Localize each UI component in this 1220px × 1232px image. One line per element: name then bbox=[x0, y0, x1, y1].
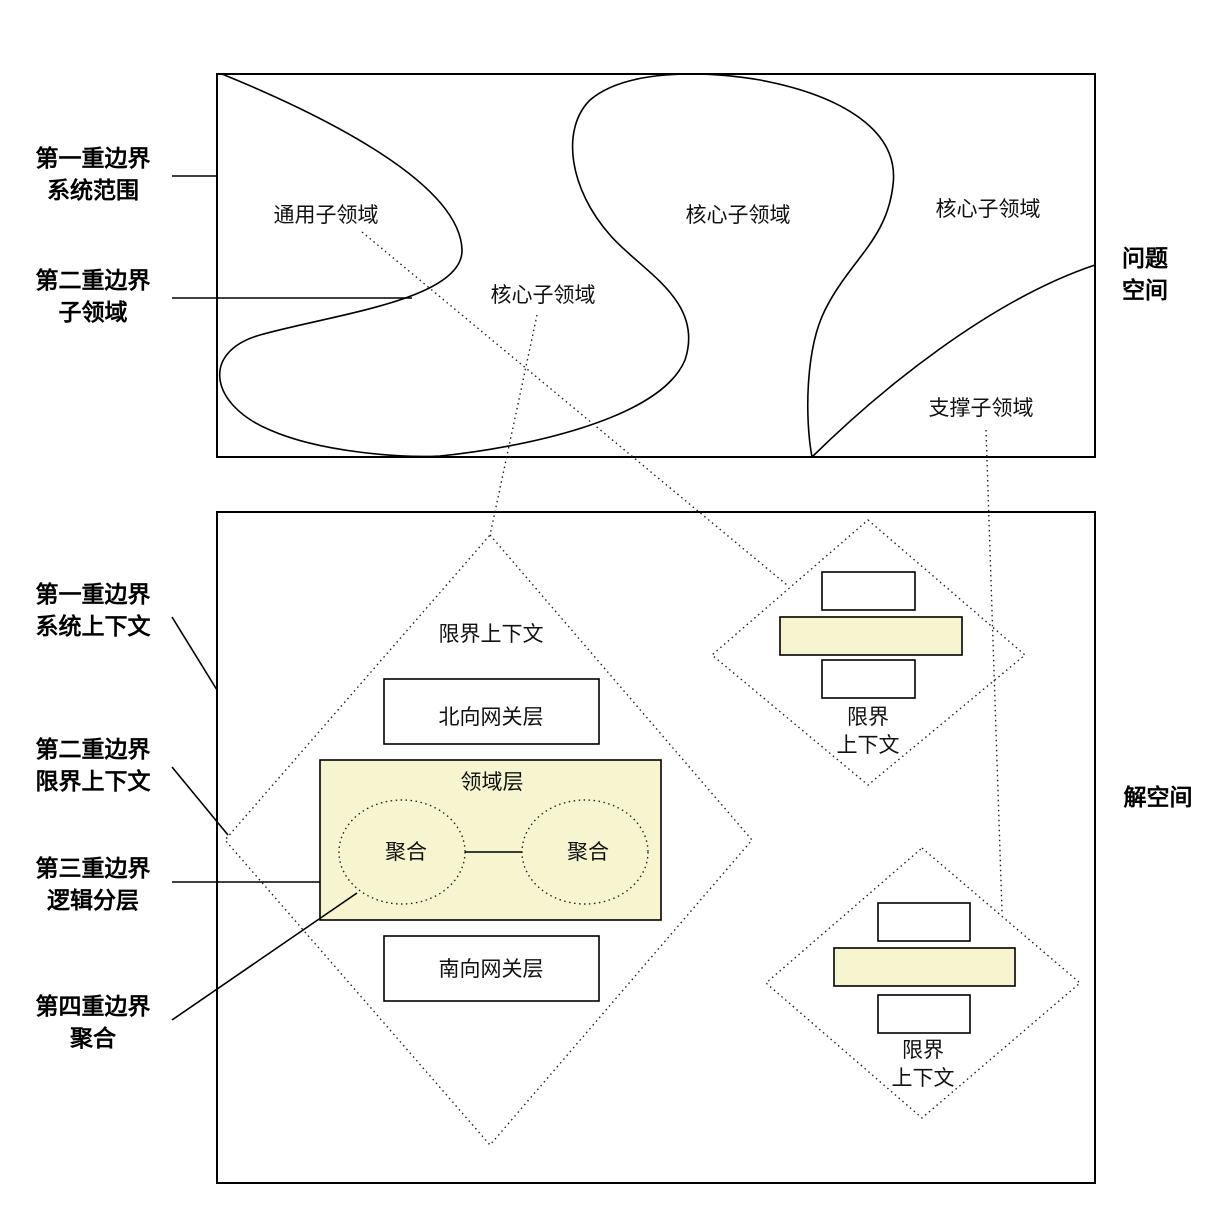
solution-space-frame bbox=[216, 511, 1096, 1184]
small-context-1-label-line1: 限界 bbox=[847, 705, 889, 729]
label-problem-space-line1: 问题 bbox=[1122, 246, 1168, 272]
small-context-1-bottom bbox=[821, 659, 916, 699]
small-context-2-diamond bbox=[764, 847, 1082, 1119]
small-context-2-bottom bbox=[877, 994, 971, 1034]
support-subdomain-label: 支撑子领域 bbox=[929, 396, 1034, 420]
small-context-1-middle bbox=[779, 616, 963, 656]
label-boundary4-line2: 聚合 bbox=[69, 1025, 117, 1052]
south-gateway-box bbox=[383, 935, 600, 1002]
small-context-2-middle bbox=[833, 947, 1016, 987]
label-problem-space-line2: 空间 bbox=[1122, 277, 1168, 304]
label-boundary2-solution-line1: 第二重边界 bbox=[36, 736, 151, 763]
north-gateway-label: 北向网关层 bbox=[439, 705, 544, 729]
aggregate-left-label: 聚合 bbox=[385, 840, 427, 864]
core-subdomain-label-b: 核心子领域 bbox=[686, 203, 791, 227]
label-boundary2-solution-line2: 限界上下文 bbox=[36, 768, 152, 795]
label-boundary1-problem-line1: 第一重边界 bbox=[36, 145, 151, 172]
domain-layer-box bbox=[319, 759, 662, 921]
small-context-2-label-line2: 上下文 bbox=[892, 1066, 955, 1090]
map-core-to-context bbox=[489, 314, 538, 536]
pointer-aggregate bbox=[171, 892, 358, 1021]
small-context-1-diamond bbox=[710, 519, 1027, 786]
small-context-1-label-line2: 上下文 bbox=[837, 733, 900, 757]
small-context-2-label-line1: 限界 bbox=[902, 1038, 944, 1062]
generic-subdomain-label: 通用子领域 bbox=[274, 203, 379, 227]
map-support-to-context-2 bbox=[985, 429, 1003, 913]
map-generic-to-context-1 bbox=[361, 231, 788, 586]
label-boundary1-solution-line2: 系统上下文 bbox=[36, 613, 152, 640]
main-context-label: 限界上下文 bbox=[439, 622, 544, 646]
generic-subdomain-region bbox=[219, 73, 895, 458]
core-subdomain-label-a: 核心子领域 bbox=[491, 283, 596, 307]
label-boundary1-problem-line2: 系统范围 bbox=[47, 177, 139, 204]
south-gateway-label: 南向网关层 bbox=[439, 957, 544, 981]
core-subdomain-label-c: 核心子领域 bbox=[936, 197, 1041, 221]
label-boundary1-solution-line1: 第一重边界 bbox=[36, 581, 151, 608]
pointer-bounded-context bbox=[171, 766, 229, 836]
label-boundary3-line2: 逻辑分层 bbox=[47, 887, 139, 914]
pointer-system-context bbox=[171, 616, 218, 691]
support-subdomain-boundary bbox=[811, 264, 1096, 458]
label-solution-space: 解空间 bbox=[1124, 784, 1193, 811]
small-context-1-top bbox=[821, 571, 916, 611]
label-boundary3-line1: 第三重边界 bbox=[36, 855, 151, 882]
small-context-2-top bbox=[877, 902, 971, 942]
label-boundary2-problem-line2: 子领域 bbox=[59, 299, 128, 326]
north-gateway-box bbox=[383, 678, 600, 745]
aggregate-right-label: 聚合 bbox=[567, 840, 609, 864]
label-boundary4-line1: 第四重边界 bbox=[36, 993, 151, 1020]
domain-layer-label: 领域层 bbox=[461, 770, 524, 794]
label-boundary2-problem-line1: 第二重边界 bbox=[36, 267, 151, 294]
